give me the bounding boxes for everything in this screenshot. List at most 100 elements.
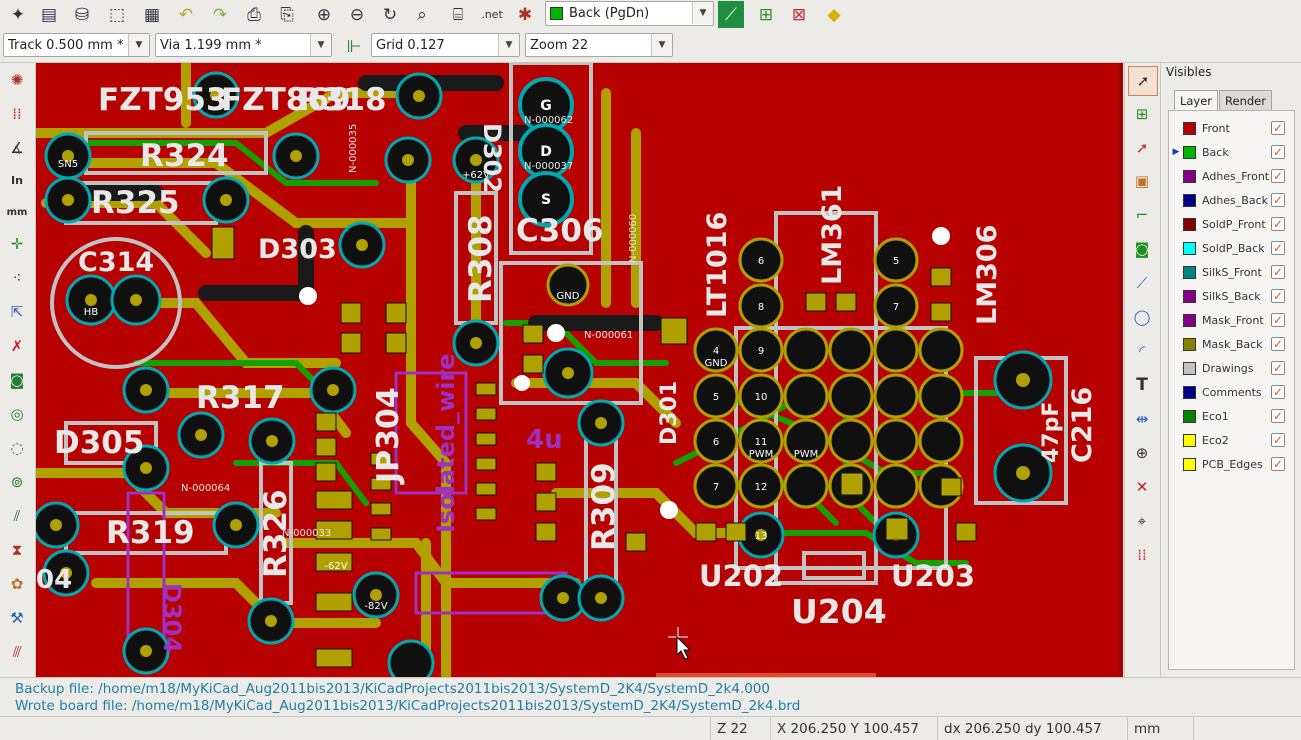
layer-row[interactable]: SoldP_Front ✓ [1169, 213, 1294, 235]
layer-name[interactable]: SilkS_Back [1202, 289, 1261, 303]
layer-name[interactable]: SoldP_Back [1202, 241, 1265, 255]
vias-sketch-icon[interactable]: ⊚ [10, 473, 24, 491]
via-size-select[interactable]: Via 1.199 mm * ▼ [155, 33, 332, 57]
undo-icon[interactable]: ↶ [178, 4, 194, 25]
drc-icon[interactable]: ✱ [517, 4, 533, 25]
zoom-fit-icon[interactable]: ⌕ [417, 4, 427, 25]
layer-row[interactable]: Mask_Back ✓ [1169, 333, 1294, 355]
active-layer-select[interactable]: Back (PgDn) ▼ [545, 1, 714, 26]
add-dimension-icon[interactable]: ⇹ [1135, 410, 1149, 428]
layer-color-swatch[interactable] [1183, 385, 1196, 399]
layer-row[interactable]: SilkS_Front ✓ [1169, 261, 1294, 283]
print-icon[interactable]: ⎙ [247, 4, 261, 25]
track-width-select[interactable]: Track 0.500 mm * ▼ [3, 33, 150, 57]
layer-row[interactable]: Comments✓ [1169, 381, 1294, 403]
mode-module-icon[interactable]: ◆ [827, 4, 841, 25]
layer-row[interactable]: Eco2 ✓ [1169, 429, 1294, 451]
ratsnest-icon[interactable]: ⁖ [12, 269, 22, 287]
add-circle-icon[interactable]: ◯ [1133, 308, 1151, 326]
layer-name[interactable]: Eco2 [1202, 433, 1229, 447]
layer-color-swatch[interactable] [1183, 289, 1196, 303]
find-icon[interactable]: ⌸ [452, 4, 464, 25]
cursor-icon[interactable]: ✛ [10, 235, 24, 253]
add-arc-icon[interactable]: ◜ [1139, 342, 1145, 360]
add-target-icon[interactable]: ⊕ [1135, 444, 1149, 462]
layer-visibility-checkbox[interactable]: ✓ [1271, 145, 1285, 159]
layer-name[interactable]: SilkS_Front [1202, 265, 1262, 279]
layer-color-swatch[interactable] [1183, 433, 1196, 447]
layer-row[interactable]: Front✓ [1169, 117, 1294, 139]
pcb-canvas[interactable]: FZT953 FZT869 R318 R324 R325 C314 D303 R… [36, 63, 1122, 677]
auto-track-width-icon[interactable]: ⊩ [346, 36, 362, 57]
auto-delete-track-icon[interactable]: ✗ [10, 337, 24, 355]
layer-row[interactable]: Eco1✓ [1169, 405, 1294, 427]
layers-manager-icon[interactable]: ✿ [10, 575, 24, 593]
layer-visibility-checkbox[interactable]: ✓ [1271, 289, 1285, 303]
autoroute-icon[interactable]: ⊞ [758, 4, 774, 25]
add-zones-icon[interactable]: ◙ [1134, 240, 1150, 258]
new-icon[interactable]: ✦ [10, 4, 26, 25]
add-tracks-icon[interactable]: ⌐ [1135, 206, 1149, 224]
layer-visibility-checkbox[interactable]: ✓ [1271, 457, 1285, 471]
layer-name[interactable]: SoldP_Front [1202, 217, 1266, 231]
layer-color-swatch[interactable] [1183, 409, 1196, 423]
page-settings-icon[interactable]: ⬚ [108, 4, 126, 25]
zones-outline-icon[interactable]: ◎ [10, 405, 24, 423]
layer-color-swatch[interactable] [1183, 241, 1196, 255]
layer-name[interactable]: Back [1202, 145, 1229, 159]
grid-icon[interactable]: ⁞⁞ [12, 105, 22, 123]
layer-visibility-checkbox[interactable]: ✓ [1271, 193, 1285, 207]
zoom-in-icon[interactable]: ⊕ [316, 4, 332, 25]
layer-visibility-checkbox[interactable]: ✓ [1271, 385, 1285, 399]
zoom-out-icon[interactable]: ⊖ [349, 4, 365, 25]
layer-visibility-checkbox[interactable]: ✓ [1271, 241, 1285, 255]
save-icon[interactable]: ⛁ [74, 4, 90, 25]
layer-color-swatch[interactable] [1183, 361, 1196, 375]
plot-svg-icon[interactable]: ⎘ [280, 4, 294, 25]
layer-visibility-checkbox[interactable]: ✓ [1271, 121, 1285, 135]
netlist-icon[interactable]: .net [481, 8, 503, 21]
inch-icon[interactable]: In [11, 173, 23, 187]
grid-origin-icon[interactable]: ⁞⁞ [1137, 546, 1147, 564]
layer-name[interactable]: Adhes_Back [1202, 193, 1268, 207]
layer-visibility-checkbox[interactable]: ✓ [1271, 217, 1285, 231]
layer-name[interactable]: Drawings [1202, 361, 1254, 375]
layer-visibility-checkbox[interactable]: ✓ [1271, 337, 1285, 351]
mm-icon[interactable]: mm [6, 206, 28, 218]
layer-row[interactable]: ▶Back✓ [1169, 141, 1294, 163]
redo-icon[interactable]: ↷ [212, 4, 228, 25]
pads-sketch-icon[interactable]: ◌ [10, 439, 24, 457]
zoom-select[interactable]: Zoom 22 ▼ [525, 33, 673, 57]
mode-track-icon[interactable]: ⊠ [791, 4, 807, 25]
layer-visibility-checkbox[interactable]: ✓ [1271, 409, 1285, 423]
layer-row[interactable]: PCB_Edges✓ [1169, 453, 1294, 475]
layer-name[interactable]: Mask_Front [1202, 313, 1264, 327]
layer-color-swatch[interactable] [1183, 121, 1196, 135]
layer-visibility-checkbox[interactable]: ✓ [1271, 433, 1285, 447]
zones-icon[interactable]: ◙ [9, 371, 25, 389]
layer-name[interactable]: Adhes_Front [1202, 169, 1270, 183]
drc-off-icon[interactable]: ✺ [10, 71, 24, 89]
layer-row[interactable]: SilkS_Back ✓ [1169, 285, 1294, 307]
add-line-icon[interactable]: ⟋ [1136, 274, 1148, 292]
vertical-scrollbar[interactable] [1119, 63, 1123, 677]
board-drawing[interactable]: FZT953 FZT869 R318 R324 R325 C314 D303 R… [36, 63, 1122, 677]
layer-color-swatch[interactable] [1183, 217, 1196, 231]
open-icon[interactable]: ▤ [40, 4, 58, 25]
set-origin-icon[interactable]: ⌖ [1137, 512, 1147, 530]
layer-color-swatch[interactable] [1183, 337, 1196, 351]
layer-color-swatch[interactable] [1183, 193, 1196, 207]
tracks-sketch-icon[interactable]: ⫽ [13, 507, 21, 525]
layer-pair-icon[interactable]: ⟋ [718, 1, 744, 28]
local-ratsnest-icon[interactable]: ➚ [1135, 139, 1149, 157]
zoom-redraw-icon[interactable]: ↻ [382, 4, 398, 25]
layer-color-swatch[interactable] [1183, 169, 1196, 183]
add-text-icon[interactable]: T [1136, 375, 1148, 395]
extract-icon[interactable]: ⫻ [12, 643, 22, 661]
layer-name[interactable]: Mask_Back [1202, 337, 1263, 351]
layer-row[interactable]: Adhes_Front✓ [1169, 165, 1294, 187]
layer-visibility-checkbox[interactable]: ✓ [1271, 265, 1285, 279]
microwave-icon[interactable]: ⚒ [10, 609, 24, 627]
layer-row[interactable]: Drawings✓ [1169, 357, 1294, 379]
layer-row[interactable]: SoldP_Back ✓ [1169, 237, 1294, 259]
